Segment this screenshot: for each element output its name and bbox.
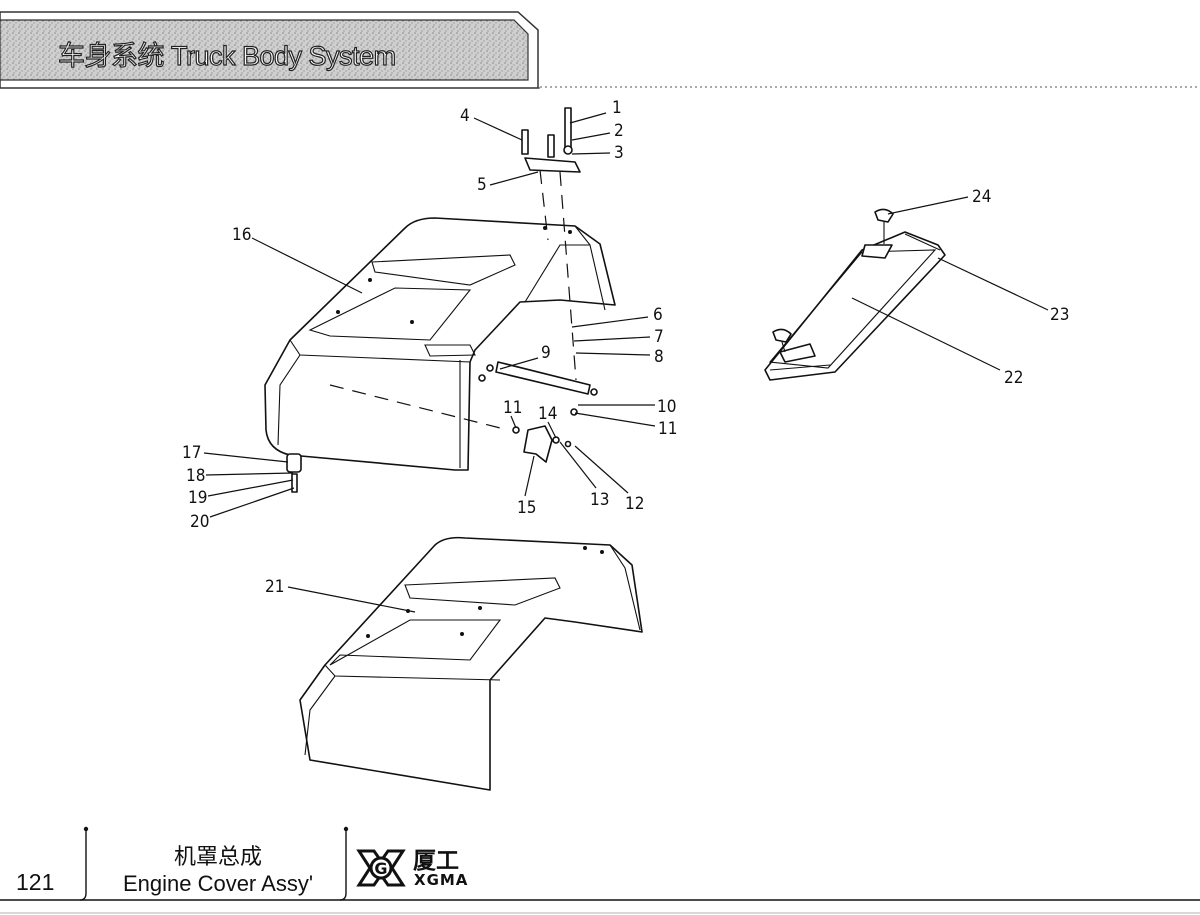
part-22-access-panel [764, 208, 946, 381]
callout-16: 16 [232, 225, 251, 245]
part-15-latch [329, 384, 572, 463]
brand-name-cn: 厦工 [413, 848, 459, 874]
assembly-title-cn: 机罩总成 [173, 845, 262, 870]
callout-2: 2 [614, 121, 624, 141]
part-17-buffer [286, 453, 302, 493]
assembly-title-en: Engine Cover Assy' [122, 871, 314, 896]
brand-name-en: XGMA [414, 871, 469, 889]
callout-7: 7 [654, 327, 664, 347]
callout-24: 24 [972, 187, 991, 207]
header-rule [540, 86, 1200, 88]
callout-10: 10 [657, 397, 676, 417]
header-banner: 车身系统 Truck Body System [0, 8, 540, 90]
part-16-engine-hood [264, 217, 616, 471]
callout-21: 21 [265, 577, 284, 597]
callout-3: 3 [614, 143, 624, 163]
callout-1: 1 [612, 98, 622, 118]
callout-13: 13 [590, 490, 609, 510]
xgma-logo-letter: G [374, 859, 387, 878]
xgma-logo-icon: G [356, 849, 406, 887]
callout-11-left: 11 [503, 398, 522, 418]
part-9-gas-strut [478, 361, 598, 416]
callout-20: 20 [190, 512, 209, 532]
footer-frame [0, 826, 1200, 914]
page-title: 车身系统 Truck Body System [57, 40, 396, 71]
callout-18: 18 [186, 466, 205, 486]
callout-4: 4 [460, 106, 470, 126]
callout-17: 17 [182, 443, 201, 463]
callout-12: 12 [625, 494, 644, 514]
callout-14: 14 [538, 404, 557, 424]
footer: 121 机罩总成 Engine Cover Assy' G 厦工 XGMA [0, 825, 1200, 915]
callout-5: 5 [477, 175, 487, 195]
header-banner-frame [0, 11, 540, 89]
callout-22: 22 [1004, 368, 1023, 388]
page-number: 121 [16, 869, 55, 895]
callout-9: 9 [541, 343, 551, 363]
callout-19: 19 [188, 488, 207, 508]
callout-11-right: 11 [658, 419, 677, 439]
callout-8: 8 [654, 347, 664, 367]
callout-23: 23 [1050, 305, 1069, 325]
part-21-lower-engine-cover [299, 536, 643, 791]
leader-lines [203, 112, 1049, 613]
callout-6: 6 [653, 305, 663, 325]
part-5-hinge-bracket [521, 107, 581, 381]
callout-labels: 1 2 3 4 5 6 7 8 9 10 11 11 12 13 14 15 1… [182, 98, 1069, 597]
callout-15: 15 [517, 498, 536, 518]
